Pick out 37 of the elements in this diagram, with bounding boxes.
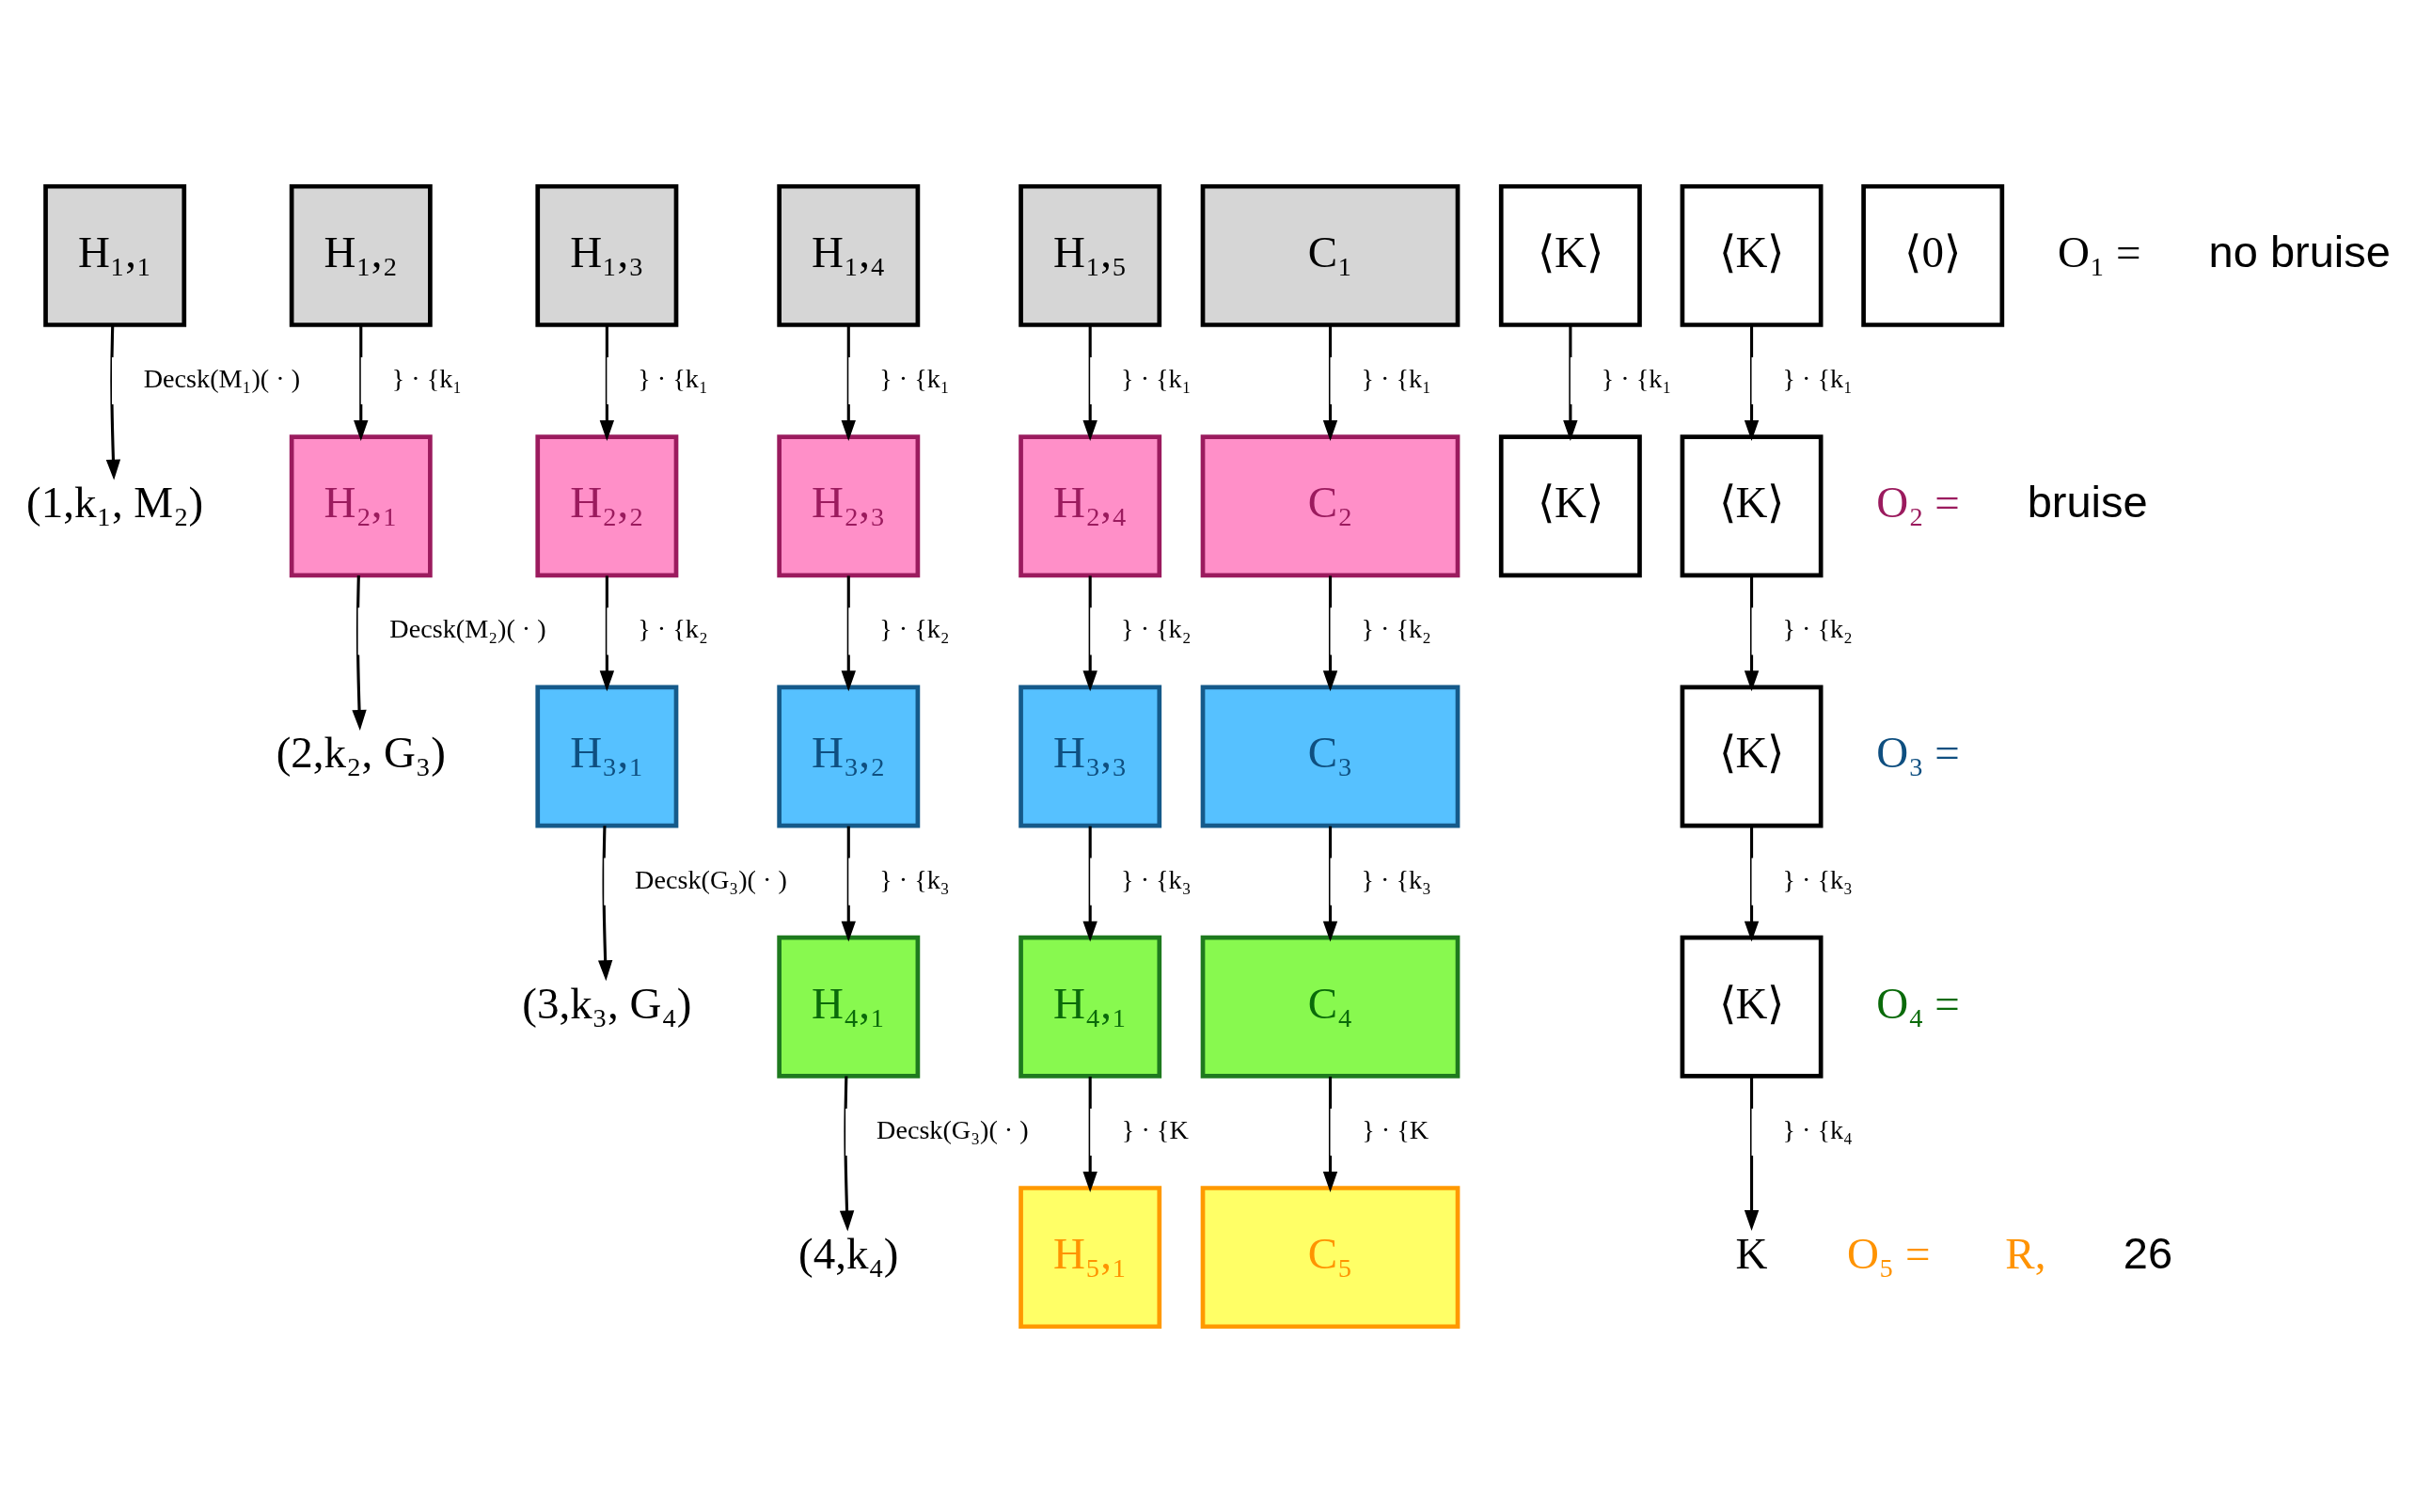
edge-label: } · {k₁ [1601, 363, 1672, 393]
edge-label: } · {k₃ [1782, 864, 1853, 894]
edge-label: } · {k₂ [1782, 613, 1853, 643]
edge-label: } · {k₂ [1361, 613, 1431, 643]
node-text: K [1735, 1228, 1768, 1278]
label: O₄ = [1876, 978, 1960, 1028]
edge-label: Decsk(G₃)( · ) [876, 1114, 1029, 1144]
label: bruise [2027, 476, 2148, 527]
edge-label: } · {K [1362, 1114, 1429, 1144]
edge-label: } · {k₁ [1782, 363, 1853, 393]
label: O₁ = [2057, 227, 2141, 276]
edge-label: } · {k₁ [879, 363, 950, 393]
label: 26 [2123, 1227, 2173, 1278]
edge-label: } · {k₁ [391, 363, 463, 393]
label: O₅ = [1846, 1228, 1931, 1278]
label: O₃ = [1876, 727, 1960, 777]
node-text: (2,k₂, G₃) [276, 727, 446, 777]
edge-label: } · {k₂ [1121, 613, 1192, 643]
node-text: (1,k₁, M₂) [26, 477, 204, 527]
node-text: (3,k₃, G₄) [522, 978, 692, 1028]
label: no bruise [2208, 226, 2391, 276]
edge-label: } · {k₁ [1121, 363, 1192, 393]
edge-label: } · {k₁ [1361, 363, 1431, 393]
edge-label: Decsk(M₂)( · ) [389, 613, 546, 643]
edge-label: } · {k₃ [879, 864, 950, 894]
edge-label: } · {k₂ [879, 613, 950, 643]
edge-label: } · {k₃ [1121, 864, 1192, 894]
edge-label: Decsk(G₃)( · ) [635, 864, 787, 894]
edge-label: Decsk(M₁)( · ) [143, 363, 301, 393]
edge-label: } · {k₄ [1782, 1114, 1853, 1144]
edge-label: } · {k₁ [638, 363, 708, 393]
label: R, [2005, 1228, 2046, 1278]
label: O₂ = [1876, 477, 1960, 527]
edge-label: } · {k₃ [1361, 864, 1431, 894]
edge-label: } · {K [1121, 1114, 1189, 1144]
node-text: (4,k₄) [798, 1228, 899, 1278]
edge-label: } · {k₂ [638, 613, 708, 643]
